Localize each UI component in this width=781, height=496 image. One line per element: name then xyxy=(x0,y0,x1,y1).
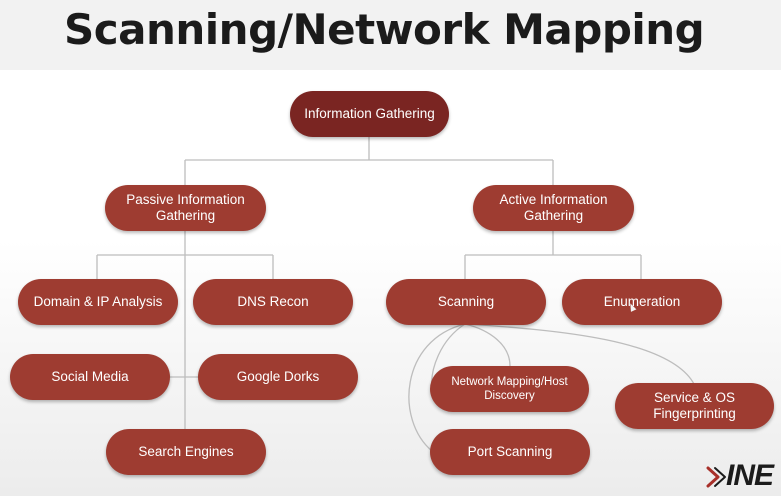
ine-logo: INE xyxy=(706,458,781,496)
connector-active xyxy=(464,230,642,280)
logo-text: INE xyxy=(726,459,774,492)
connector-scanning-network xyxy=(464,323,511,367)
node-enumeration: Enumeration xyxy=(562,279,722,325)
connector-scanning-service xyxy=(464,323,695,385)
node-active-information-gathering: Active Information Gathering xyxy=(473,185,634,231)
node-service-os-fingerprinting: Service & OS Fingerprinting xyxy=(615,383,774,429)
node-information-gathering: Information Gathering xyxy=(290,91,449,137)
node-search-engines: Search Engines xyxy=(106,429,266,475)
node-domain-ip-analysis: Domain & IP Analysis xyxy=(18,279,178,325)
connector-root xyxy=(184,136,554,186)
slide-title: Scanning/Network Mapping xyxy=(64,5,705,54)
connector-scanning-port xyxy=(408,323,466,452)
node-network-mapping-host-discovery: Network Mapping/Host Discovery xyxy=(430,366,589,412)
node-google-dorks: Google Dorks xyxy=(198,354,358,400)
node-scanning: Scanning xyxy=(386,279,546,325)
node-port-scanning: Port Scanning xyxy=(430,429,590,475)
title-bar: Scanning/Network Mapping xyxy=(0,0,781,70)
node-social-media: Social Media xyxy=(10,354,170,400)
node-passive-information-gathering: Passive Information Gathering xyxy=(105,185,266,231)
node-dns-recon: DNS Recon xyxy=(193,279,353,325)
connector-passive xyxy=(96,230,274,430)
ine-chevron-logo-icon xyxy=(706,466,726,488)
